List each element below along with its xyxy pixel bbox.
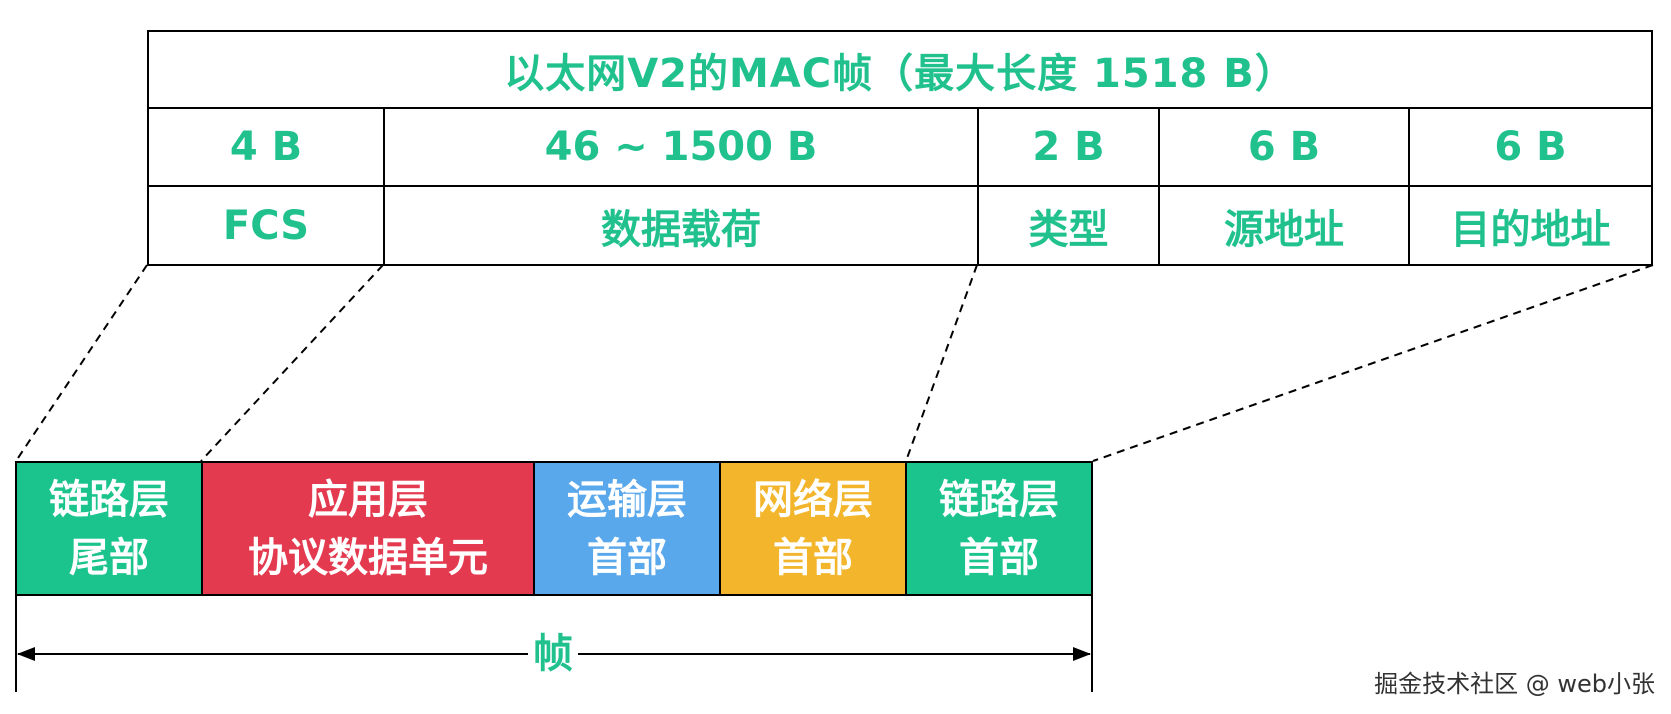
field-name-source-address: 源地址	[1160, 187, 1410, 264]
field-size-type: 2 B	[979, 109, 1160, 185]
layer-block-line1: 运输层	[567, 476, 687, 523]
dashed-connector-right	[1092, 264, 1654, 462]
layer-block-line2: 首部	[587, 534, 667, 581]
field-size-destination-address: 6 B	[1494, 124, 1567, 170]
field-size-source-address: 6 B	[1160, 109, 1410, 185]
field-name-fcs: FCS	[149, 187, 385, 264]
watermark: 掘金技术社区 @ web小张	[1374, 670, 1655, 698]
dashed-connector-data-type	[905, 264, 978, 462]
layer-block-transport-header: 运输层 首部	[535, 463, 721, 594]
layer-block-line2: 尾部	[69, 534, 149, 581]
dashed-connector-fcs-data	[200, 264, 384, 462]
mac-frame-table: 以太网V2的MAC帧（最大长度 1518 B） 4 B 46 ~ 1500 B …	[147, 30, 1653, 266]
field-name-row: FCS 数据载荷 类型 源地址 目的地址	[149, 187, 1651, 264]
encapsulation-stack: 链路层 尾部 应用层 协议数据单元 运输层 首部 网络层 首部 链路层 首部	[15, 461, 1093, 596]
arrow-head-left	[17, 647, 35, 661]
field-size-row: 4 B 46 ~ 1500 B 2 B 6 B 6 B	[149, 109, 1651, 187]
layer-block-application-pdu: 应用层 协议数据单元	[203, 463, 535, 594]
field-size-fcs: 4 B	[149, 109, 385, 185]
dashed-connector-left	[15, 264, 148, 462]
field-name-type: 类型	[979, 187, 1160, 264]
layer-block-line2: 首部	[773, 534, 853, 581]
layer-block-line1: 应用层	[308, 476, 428, 523]
mac-frame-title: 以太网V2的MAC帧（最大长度 1518 B）	[149, 32, 1651, 109]
frame-label: 帧	[528, 630, 578, 678]
layer-block-line1: 网络层	[753, 476, 873, 523]
field-size-payload: 46 ~ 1500 B	[385, 109, 979, 185]
layer-block-network-header: 网络层 首部	[721, 463, 907, 594]
layer-block-link-trailer: 链路层 尾部	[17, 463, 203, 594]
field-name-payload: 数据载荷	[385, 187, 979, 264]
layer-block-line1: 链路层	[939, 476, 1059, 523]
layer-block-line2: 协议数据单元	[248, 534, 488, 581]
layer-block-line1: 链路层	[49, 476, 169, 523]
field-name-destination-address: 目的地址	[1450, 206, 1611, 253]
layer-block-link-header: 链路层 首部	[907, 463, 1091, 594]
layer-block-line2: 首部	[959, 534, 1039, 581]
arrow-head-right	[1073, 647, 1091, 661]
